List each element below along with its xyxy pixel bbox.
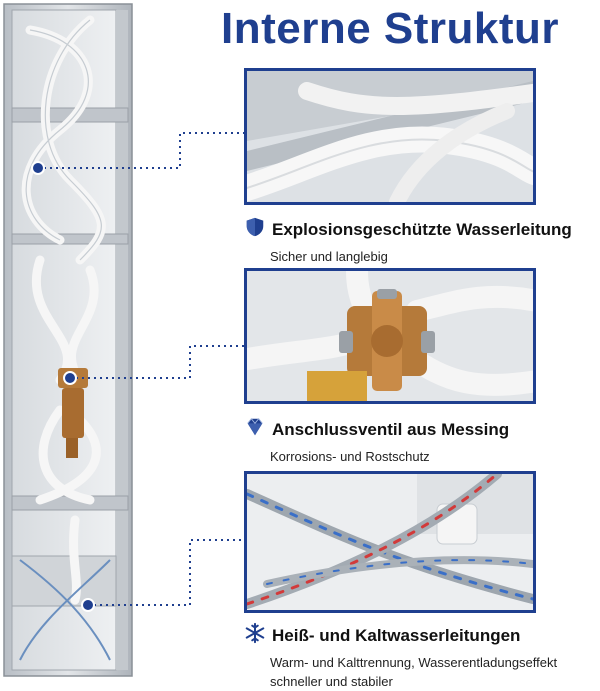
feature-title: Heiß- und Kaltwasserleitungen bbox=[272, 625, 521, 645]
feature-title-row: Heiß- und Kaltwasserleitungen bbox=[244, 622, 557, 649]
diamond-icon bbox=[244, 416, 266, 443]
feature-title: Anschlussventil aus Messing bbox=[272, 419, 510, 439]
feature-title: Explosionsgeschützte Wasserleitung bbox=[272, 219, 572, 239]
shield-icon bbox=[244, 216, 266, 243]
feature-subtitle-line-2: schneller und stabiler bbox=[270, 674, 393, 689]
feature-brass-valve: Anschlussventil aus Messing Korrosions- … bbox=[244, 416, 509, 466]
feature-title-row: Explosionsgeschützte Wasserleitung bbox=[244, 216, 572, 243]
feature-water-line: Explosionsgeschützte Wasserleitung Siche… bbox=[244, 216, 572, 266]
page-title: Interne Struktur bbox=[220, 4, 560, 53]
feature-subtitle: Sicher und langlebig bbox=[270, 249, 388, 264]
detail-image-hot-cold-hoses bbox=[244, 471, 536, 613]
detail-image-water-hose bbox=[244, 68, 536, 205]
detail-image-brass-valve bbox=[244, 268, 536, 404]
feature-title-row: Anschlussventil aus Messing bbox=[244, 416, 509, 443]
feature-subtitle-line-1: Warm- und Kalttrennung, Wasserentladungs… bbox=[270, 655, 558, 670]
product-cross-section-image bbox=[0, 0, 140, 681]
feature-subtitle: Korrosions- und Rostschutz bbox=[270, 449, 430, 464]
snowflake-sun-icon bbox=[244, 622, 266, 649]
